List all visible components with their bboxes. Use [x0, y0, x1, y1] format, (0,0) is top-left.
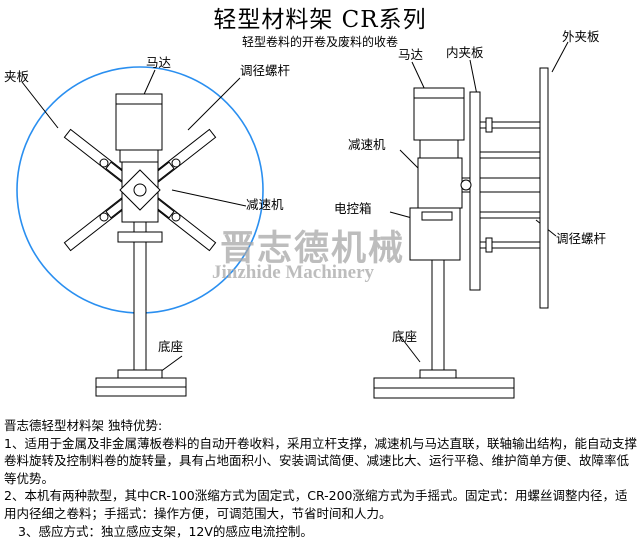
label-base-left: 底座 — [158, 339, 184, 354]
watermark-chinese: 晋志德机械 — [220, 228, 406, 269]
base-left-foot — [117, 369, 163, 379]
label-outer-clamp-plate: 外夹板 — [562, 29, 600, 44]
motor-left-body — [115, 93, 163, 151]
leader-reducer-left — [171, 189, 247, 207]
machine-drawing — [16, 41, 569, 399]
base-right-foot — [419, 369, 457, 379]
advantage-point-2: 2、本机有两种款型，其中CR-100涨缩方式为固定式，CR-200涨缩方式为手摇… — [4, 488, 628, 521]
label-base-right: 底座 — [392, 329, 418, 344]
inner-clamp-plate — [469, 91, 481, 291]
leader-base-right — [399, 335, 421, 363]
leader-motor-right — [411, 61, 427, 93]
advantages-description: 晋志德轻型材料架 独特优势: 1、适用于金属及非金属薄板卷料的自动开卷收料，采用… — [4, 417, 638, 540]
label-reducer-left: 减速机 — [246, 197, 284, 212]
label-adjust-screw-right: 调径螺杆 — [556, 231, 607, 246]
leader-base-left — [159, 355, 183, 373]
leader-outer-clamp — [551, 41, 569, 73]
label-adjust-screw-left: 调径螺杆 — [240, 63, 291, 78]
leader-control-box — [389, 211, 413, 219]
advantage-point-3: 3、感应方式：独立感应支架，12V的感应电流控制。 — [18, 523, 313, 539]
leader-adjust-screw-left — [187, 77, 241, 131]
outer-clamp-plate — [539, 67, 549, 309]
label-reducer-right: 减速机 — [348, 137, 386, 152]
label-motor-left: 马达 — [146, 55, 172, 70]
leader-clamp-plate — [21, 81, 59, 129]
motor-right-body — [413, 87, 465, 141]
column-left — [133, 221, 147, 371]
reducer-right-body — [417, 157, 463, 209]
watermark-english: Jinzhide Machinery — [212, 262, 375, 283]
label-motor-right: 马达 — [398, 47, 424, 62]
page-title: 轻型材料架 CR系列 — [213, 7, 427, 33]
label-control-box: 电控箱 — [334, 201, 372, 216]
column-right — [431, 259, 445, 371]
page-subtitle: 轻型卷料的开卷及废料的收卷 — [241, 35, 398, 49]
advantages-heading: 晋志德轻型材料架 独特优势: — [4, 418, 163, 433]
label-inner-clamp-plate: 内夹板 — [446, 45, 484, 60]
advantage-point-1: 1、适用于金属及非金属薄板卷料的自动开卷收料，采用立杆支撑，减速机与马达直联，联… — [4, 435, 637, 486]
label-clamp-plate: 夹板 — [4, 69, 30, 84]
